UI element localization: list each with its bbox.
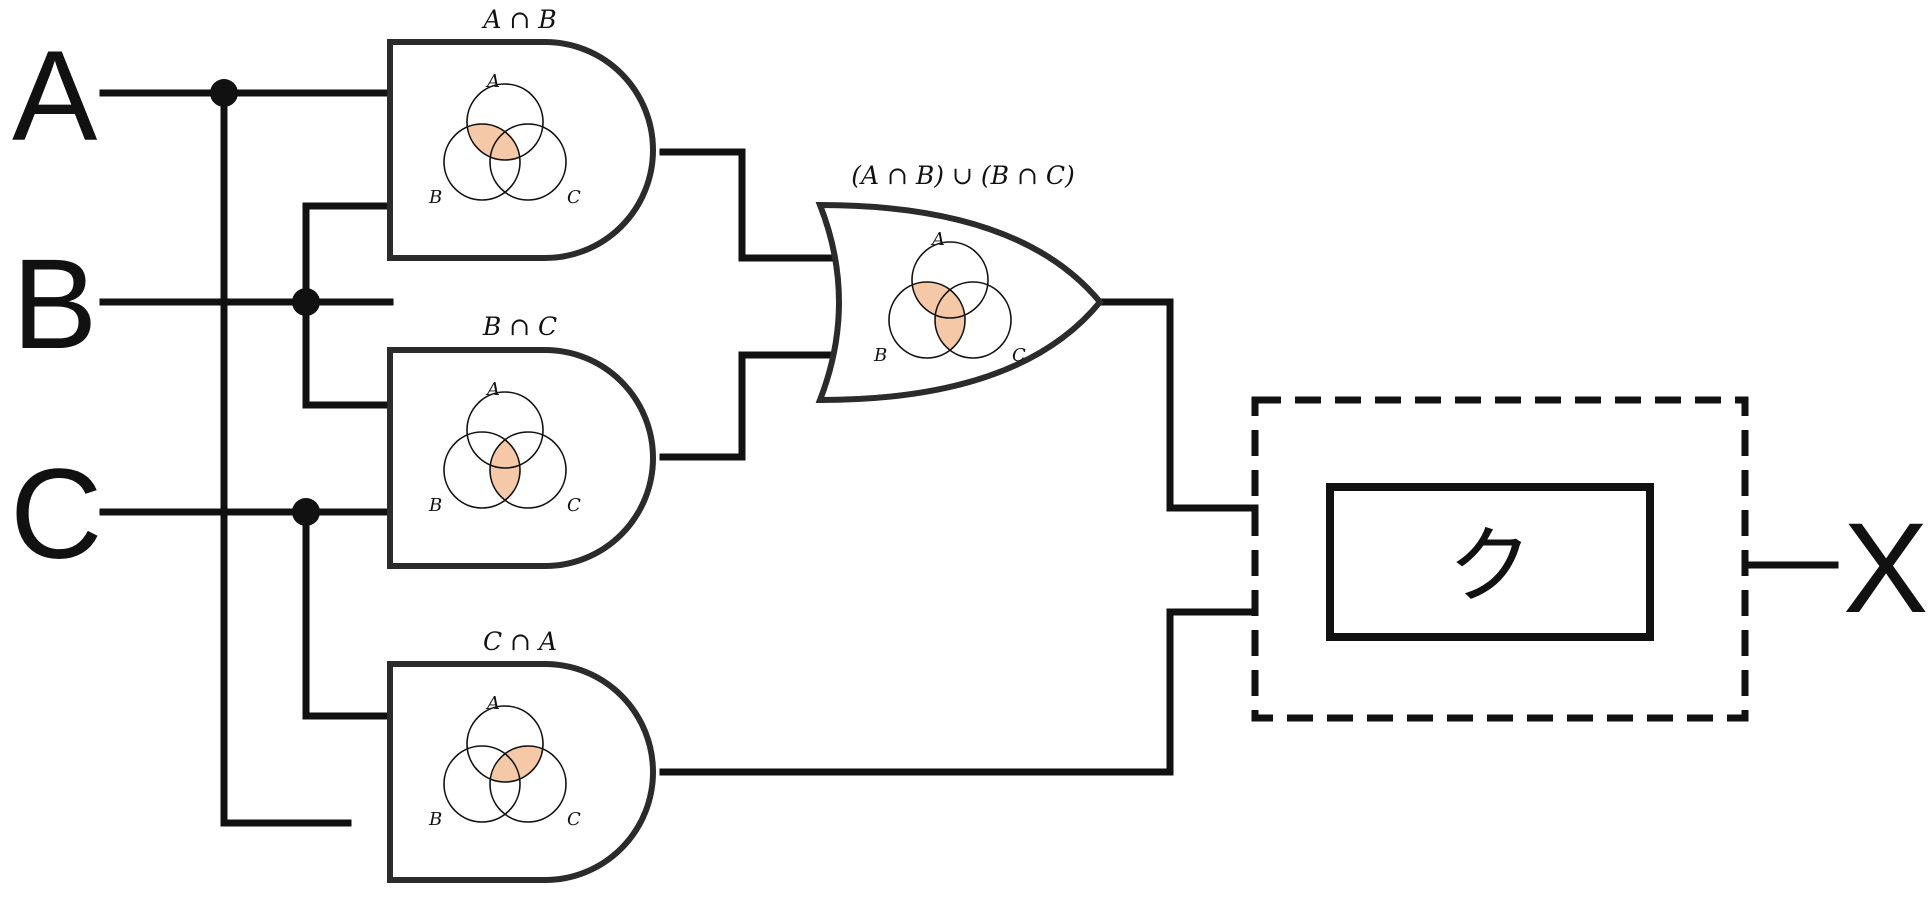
- input-a-label: A: [12, 25, 98, 168]
- venn-diagram-c-and-a: A B C: [428, 693, 581, 830]
- wire-gate1-to-or: [659, 148, 844, 262]
- wire-b-to-gate2: [302, 298, 394, 409]
- input-wires: [99, 79, 394, 827]
- venn-diagram-b-and-c: A B C: [428, 379, 581, 516]
- input-b-label: B: [12, 233, 97, 376]
- output-x-label: X: [1843, 497, 1928, 640]
- venn-label-a: A: [485, 379, 500, 400]
- wire-b-to-gate1: [302, 202, 394, 306]
- venn-diagram-a-and-b: A B C: [428, 71, 581, 208]
- wire-gate2-to-or: [659, 351, 844, 461]
- venn-label-c: C: [567, 495, 581, 516]
- and-gate-c-and-a: C ∩ A A B C: [387, 627, 656, 883]
- gate-label-c-and-a: C ∩ A: [483, 627, 557, 656]
- venn-label-b: B: [873, 345, 887, 366]
- wire-or-to-block: [1096, 298, 1259, 512]
- dashed-boundary: [1251, 396, 1749, 722]
- gate-label-a-and-b: A ∩ B: [481, 5, 556, 34]
- answer-box-label: ク: [1448, 517, 1532, 615]
- unknown-gate-block: ク: [1251, 396, 1749, 722]
- and-gate-b-and-c: B ∩ C A B C: [387, 312, 656, 569]
- venn-label-b: B: [428, 809, 442, 830]
- wire-gate4-to-block: [659, 608, 1259, 776]
- answer-box: [1326, 483, 1654, 641]
- venn-diagram-or: A B C: [873, 229, 1026, 366]
- venn-label-a: A: [485, 693, 500, 714]
- junction-dot: [210, 79, 238, 107]
- venn-label-c: C: [567, 809, 581, 830]
- wire-a-branch: [220, 89, 352, 827]
- input-c-label: C: [10, 443, 102, 586]
- venn-label-a: A: [930, 229, 945, 250]
- venn-label-b: B: [428, 187, 442, 208]
- and-gate-a-and-b: A ∩ B A B C: [387, 5, 656, 261]
- venn-label-c: C: [1012, 345, 1026, 366]
- or-gate: (A ∩ B) ∪ (B ∩ C) A B C: [815, 161, 1104, 404]
- gate-output-wires: [659, 148, 1839, 776]
- wire-c-to-gate4: [302, 508, 394, 720]
- junction-dot: [292, 288, 320, 316]
- gate-label-b-and-c: B ∩ C: [482, 312, 557, 341]
- venn-label-a: A: [485, 71, 500, 92]
- venn-label-b: B: [428, 495, 442, 516]
- gate-label-or: (A ∩ B) ∪ (B ∩ C): [851, 161, 1074, 190]
- venn-label-c: C: [567, 187, 581, 208]
- junction-dot: [292, 498, 320, 526]
